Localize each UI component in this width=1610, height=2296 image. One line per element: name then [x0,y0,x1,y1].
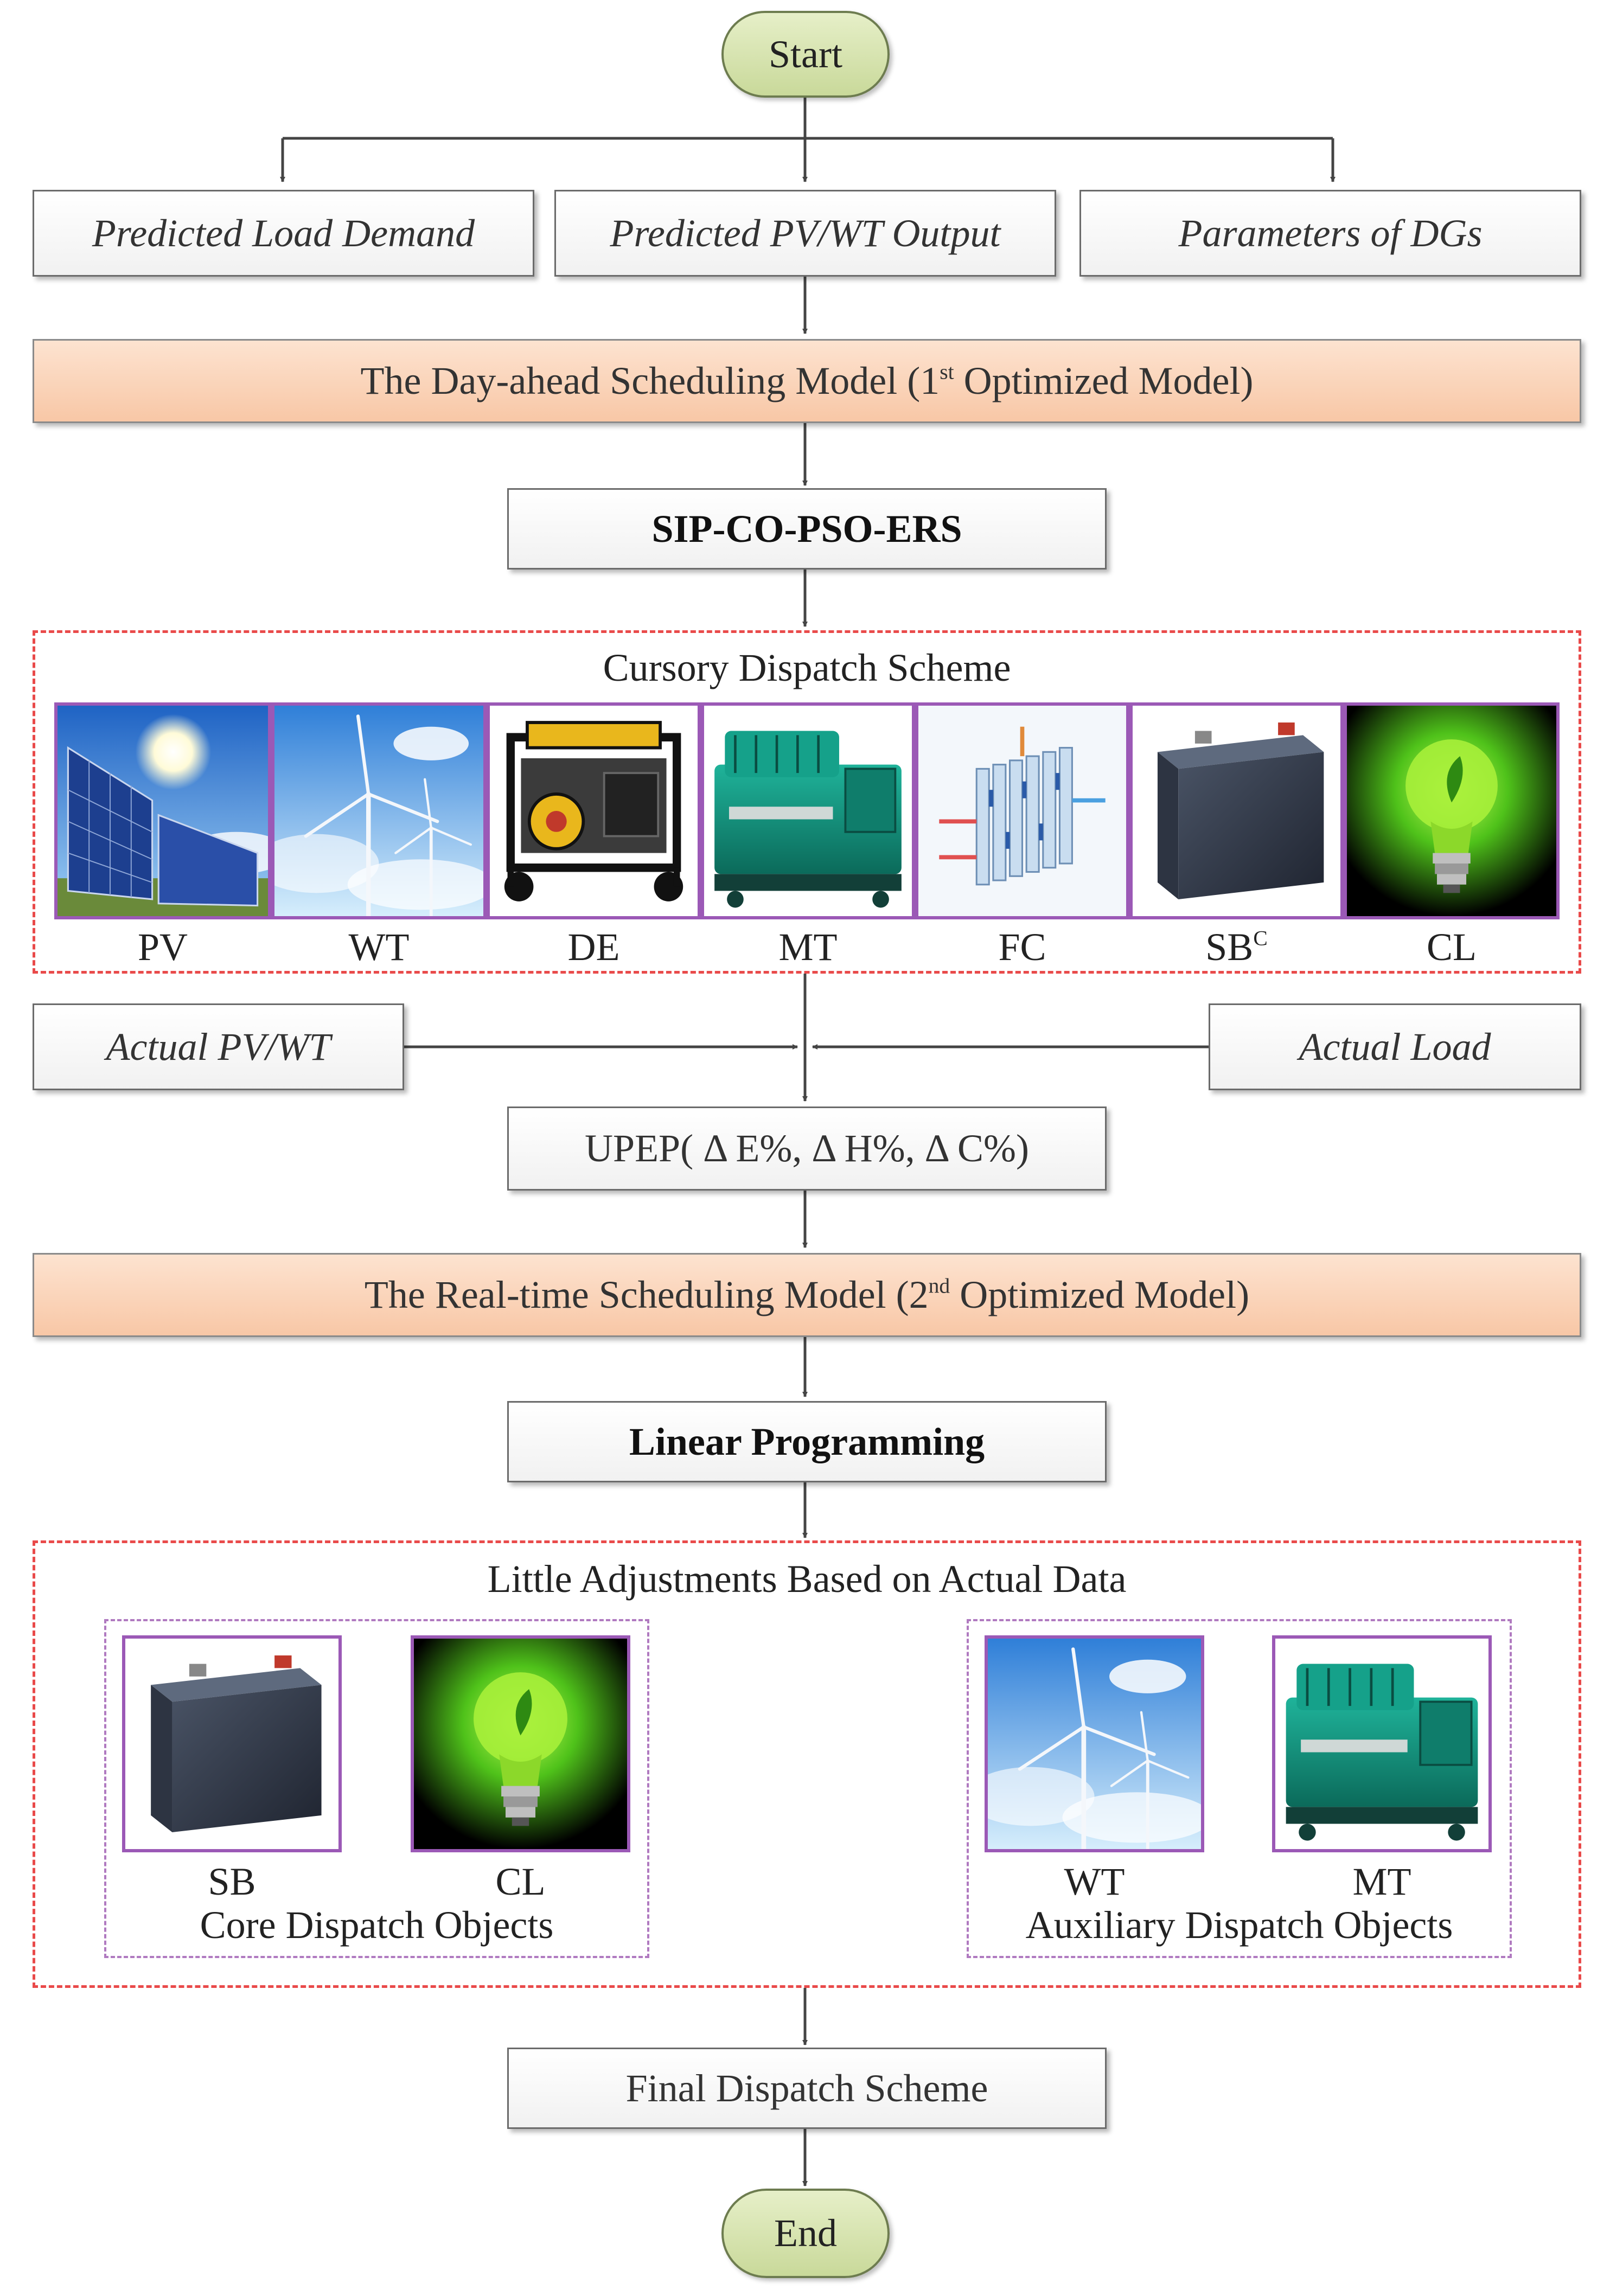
predicted-load-demand-label: Predicted Load Demand [92,211,475,255]
pv-image [54,702,271,919]
aux-wt-image [985,1635,1204,1852]
sbc-label: SBC [1205,925,1268,969]
cl-image [1344,702,1560,919]
algorithm-sip-co-pso-ers-box: SIP-CO-PSO-ERS [507,488,1107,570]
actual-load-box: Actual Load [1209,1003,1581,1090]
upep-box: UPEP( Δ E%, Δ H%, Δ C%) [507,1107,1107,1191]
actual-pv-wt-box: Actual PV/WT [33,1003,404,1090]
final-dispatch-scheme-label: Final Dispatch Scheme [625,2066,988,2110]
algorithm-linear-programming-label: Linear Programming [629,1419,985,1463]
start-label: Start [769,32,842,76]
core-cl-image [411,1635,630,1852]
wt-label: WT [348,925,410,969]
end-terminal: End [721,2189,890,2278]
fc-label: FC [998,925,1046,969]
day-ahead-scheduling-model-label: The Day-ahead Scheduling Model (1st Opti… [360,359,1254,402]
aux-mt-label: MT [1352,1860,1411,1903]
predicted-load-demand-box: Predicted Load Demand [33,190,534,277]
algorithm-linear-programming-box: Linear Programming [507,1401,1107,1482]
predicted-pv-wt-output-box: Predicted PV/WT Output [554,190,1056,277]
core-sb-image [122,1635,342,1852]
mt-image [701,702,915,919]
parameters-of-dgs-box: Parameters of DGs [1079,190,1581,277]
algorithm-sip-co-pso-ers-label: SIP-CO-PSO-ERS [651,507,962,551]
actual-pv-wt-label: Actual PV/WT [106,1025,331,1069]
end-label: End [774,2211,837,2255]
real-time-scheduling-model-label: The Real-time Scheduling Model (2nd Opti… [364,1273,1250,1316]
cl-label: CL [1426,925,1477,969]
core-sb-label: SB [208,1860,256,1903]
sb-image [1129,702,1344,919]
final-dispatch-scheme-box: Final Dispatch Scheme [507,2048,1107,2129]
aux-mt-image [1272,1635,1492,1852]
start-terminal: Start [721,11,890,98]
parameters-of-dgs-label: Parameters of DGs [1178,211,1483,255]
pv-label: PV [137,925,188,969]
little-adjustments-group [33,1540,1581,1988]
core-dispatch-objects-caption: Core Dispatch Objects [200,1903,554,1947]
aux-wt-label: WT [1064,1860,1125,1903]
de-image [487,702,701,919]
day-ahead-scheduling-model-box: The Day-ahead Scheduling Model (1st Opti… [33,339,1581,423]
fc-image [915,702,1129,919]
mt-label: MT [778,925,838,969]
auxiliary-dispatch-objects-caption: Auxiliary Dispatch Objects [1025,1903,1453,1947]
upep-label: UPEP( Δ E%, Δ H%, Δ C%) [585,1127,1029,1170]
wt-image [271,702,487,919]
actual-load-label: Actual Load [1299,1025,1491,1069]
core-dispatch-objects-group [104,1619,649,1958]
core-cl-label: CL [495,1860,546,1903]
predicted-pv-wt-output-label: Predicted PV/WT Output [610,211,1001,255]
cursory-dispatch-scheme-group [33,630,1581,974]
auxiliary-dispatch-objects-group [967,1619,1512,1958]
cursory-dispatch-scheme-title: Cursory Dispatch Scheme [603,646,1011,689]
real-time-scheduling-model-box: The Real-time Scheduling Model (2nd Opti… [33,1253,1581,1337]
little-adjustments-title: Little Adjustments Based on Actual Data [487,1557,1127,1601]
de-label: DE [567,925,620,969]
